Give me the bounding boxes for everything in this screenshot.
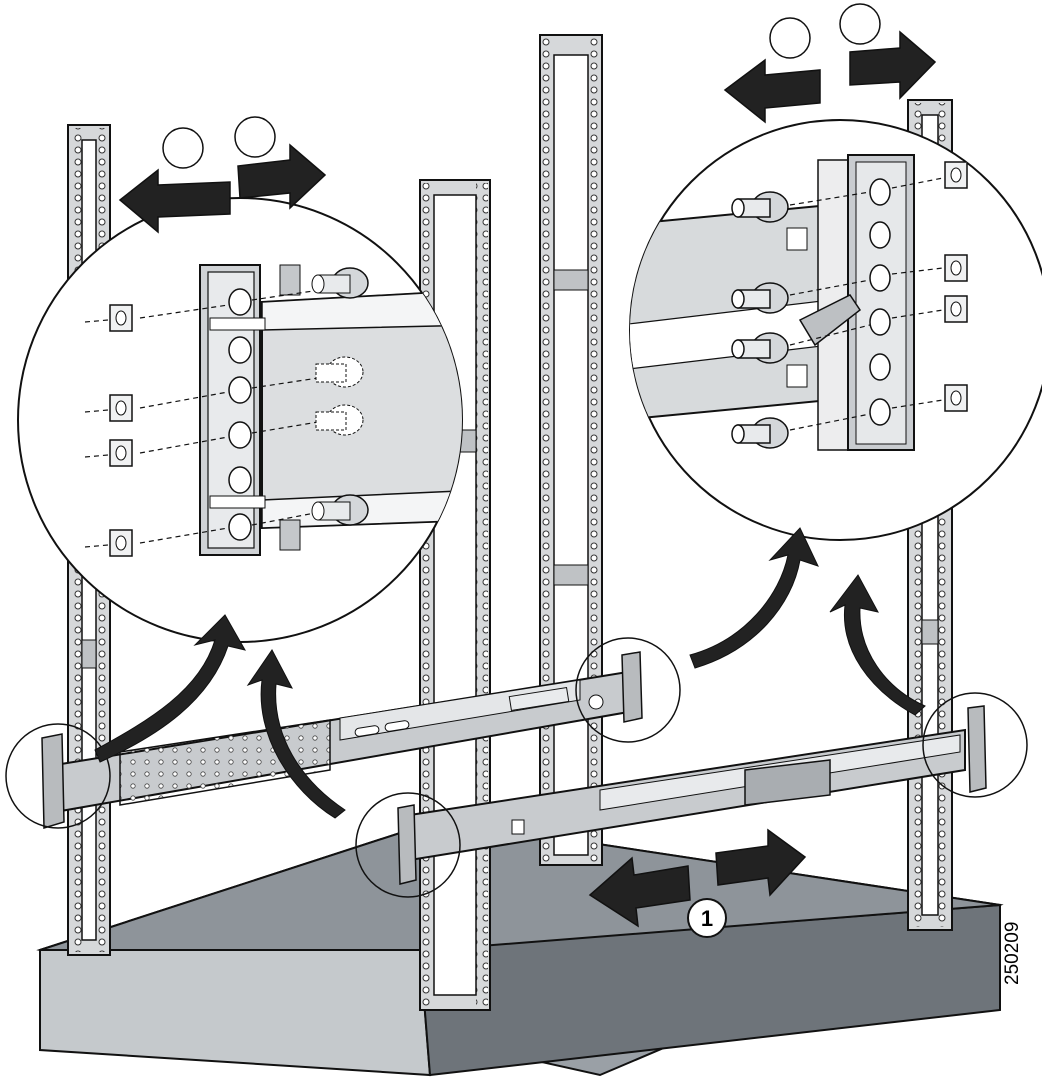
rack-post-rear-center [539,34,603,866]
arrow-right-icon [849,30,937,100]
direction-arrows-main: 1 [588,828,807,938]
figure-id: 250209 [1002,922,1023,985]
rail-assembly-lower [397,705,987,885]
magnified-detail-left [17,197,463,643]
detail-circle-rail-rear-left [5,723,111,829]
arrow-right-icon [715,828,807,897]
mounting-pin-icon [311,267,369,526]
magnified-detail-right [629,119,1042,541]
arrow-right-icon [237,143,327,210]
arrow-left-icon [723,58,821,124]
direction-arrows-right-detail [723,3,937,124]
callout-circle-left-a [162,127,204,169]
detail-circle-rail-front-left [355,792,461,898]
arrow-left-icon [588,856,691,928]
detail-circle-rail-rear-right [575,637,681,743]
callout-circle-right-b [839,3,881,45]
arrow-left-icon [118,168,231,234]
mounting-pin-icon [731,191,789,449]
callout-circle-left-b [234,116,276,158]
curved-arrow-icon [94,527,926,819]
callout-circle-right-a [769,17,811,59]
detail-circle-rail-front-right [922,692,1028,798]
callout-step-number: 1 [701,906,713,931]
callout-circle-step-1 [687,898,727,938]
direction-arrows-left-detail [118,116,327,234]
rack-base-platform [36,818,1004,1077]
